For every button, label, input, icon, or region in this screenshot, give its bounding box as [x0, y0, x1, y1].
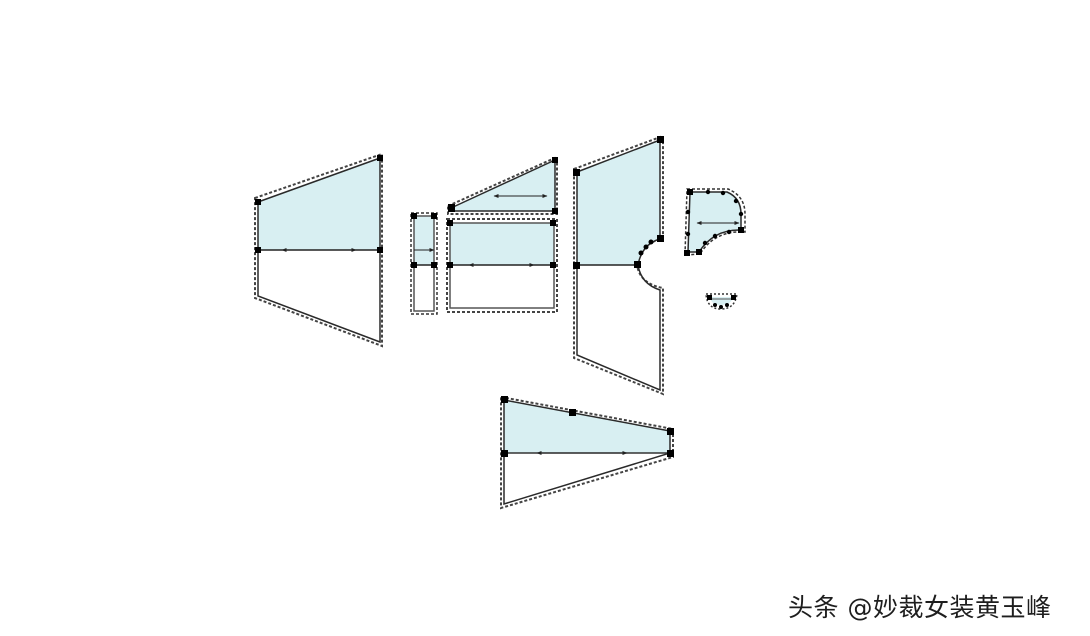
seam-allowance-outline — [254, 152, 383, 348]
pattern-piece-small-semicircle[interactable] — [705, 293, 738, 310]
piece-fill — [577, 140, 660, 265]
curve-point[interactable] — [725, 303, 729, 307]
control-point[interactable] — [552, 208, 558, 214]
control-point[interactable] — [255, 247, 261, 253]
control-point[interactable] — [377, 155, 383, 161]
curve-point[interactable] — [643, 244, 649, 250]
control-point[interactable] — [634, 261, 641, 268]
curve-point[interactable] — [702, 240, 708, 246]
pattern-piece-rectangle-panel[interactable] — [446, 218, 558, 313]
curve-point[interactable] — [719, 305, 723, 309]
control-point[interactable] — [569, 409, 576, 416]
seam-allowance-outline — [446, 218, 558, 313]
control-point[interactable] — [448, 204, 455, 212]
pattern-piece-curved-facing[interactable] — [684, 188, 746, 256]
control-point[interactable] — [573, 169, 580, 176]
control-point[interactable] — [447, 220, 453, 226]
curve-point[interactable] — [720, 190, 726, 196]
control-point[interactable] — [707, 295, 712, 300]
curve-point[interactable] — [738, 211, 744, 217]
control-point[interactable] — [552, 157, 558, 163]
control-point[interactable] — [684, 250, 690, 256]
control-point[interactable] — [667, 428, 674, 435]
pattern-piece-left-panel[interactable] — [254, 152, 383, 348]
control-point[interactable] — [550, 220, 556, 226]
control-point[interactable] — [696, 249, 702, 255]
control-point[interactable] — [411, 262, 417, 268]
curve-point[interactable] — [648, 239, 654, 245]
watermark-text: 头条 @妙裁女装黄玉峰 — [788, 593, 1052, 622]
control-point[interactable] — [738, 227, 744, 233]
control-point[interactable] — [377, 247, 383, 253]
control-point[interactable] — [411, 213, 417, 219]
curve-point[interactable] — [685, 231, 691, 237]
curve-point[interactable] — [705, 189, 711, 195]
pattern-piece-triangle-wedge[interactable] — [447, 155, 558, 215]
pattern-piece-bottom-panel[interactable] — [500, 395, 674, 510]
curve-point[interactable] — [685, 209, 691, 215]
control-point[interactable] — [501, 450, 508, 457]
curve-point[interactable] — [733, 198, 739, 204]
control-point[interactable] — [501, 396, 508, 403]
curve-point[interactable] — [712, 233, 718, 239]
control-point[interactable] — [431, 213, 437, 219]
piece-fill — [450, 223, 554, 265]
piece-fill — [504, 400, 670, 453]
control-point[interactable] — [731, 295, 736, 300]
seam-allowance-outline — [684, 188, 746, 256]
control-point[interactable] — [657, 235, 664, 242]
curve-point[interactable] — [638, 250, 644, 256]
control-point[interactable] — [657, 136, 664, 143]
control-point[interactable] — [447, 262, 453, 268]
control-point[interactable] — [573, 262, 580, 269]
piece-fill — [688, 192, 741, 252]
control-point[interactable] — [255, 199, 261, 205]
pattern-piece-narrow-strip[interactable] — [410, 212, 438, 315]
control-point[interactable] — [687, 189, 693, 195]
control-point[interactable] — [667, 450, 674, 457]
curve-point[interactable] — [713, 303, 717, 307]
piece-outline — [257, 156, 381, 344]
curve-point[interactable] — [726, 229, 732, 235]
pattern-piece-armhole-panel[interactable] — [573, 134, 664, 396]
control-point[interactable] — [550, 262, 556, 268]
piece-fill — [414, 216, 434, 265]
piece-fill — [258, 158, 380, 250]
control-point[interactable] — [431, 262, 437, 268]
